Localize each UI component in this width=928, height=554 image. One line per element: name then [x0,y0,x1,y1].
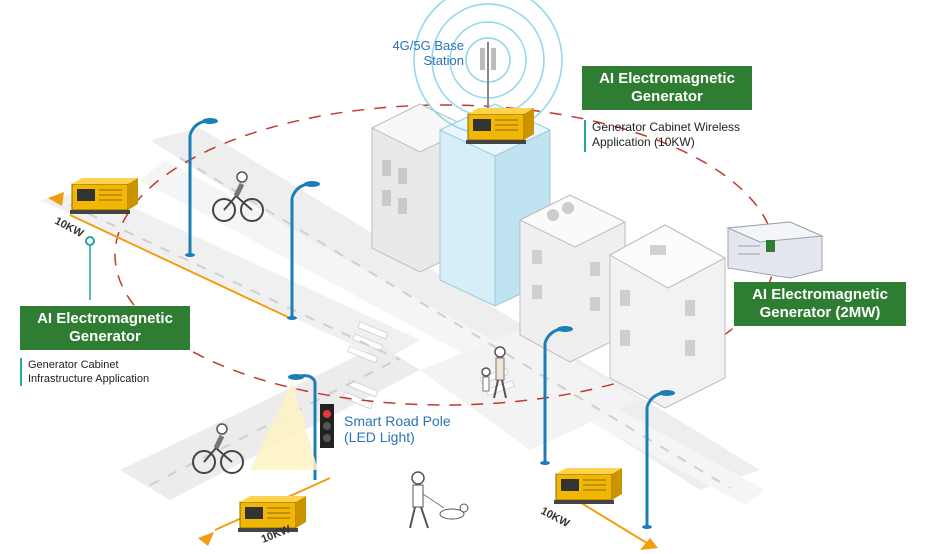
pedestrian-icon [481,346,507,399]
smart-road-pole-label: Smart Road Pole (LED Light) [344,413,451,445]
cross-road [120,345,420,500]
building-right [608,224,727,409]
dog-walker-icon [409,471,469,529]
generator-top-label: AI Electromagnetic Generator [582,66,752,110]
container-generator-icon [726,221,824,279]
power-label-bottom-right: 10KW [539,505,572,530]
generator-icon [237,495,307,533]
base-station-label: 4G/5G Base Station [392,38,464,68]
generator-top-description: Generator Cabinet Wireless Application (… [584,120,740,150]
lamp-light-beam [250,382,318,470]
generator-icon [69,177,139,215]
left-road [40,190,420,360]
building-middle [518,194,627,363]
arrow-icon [640,538,658,550]
traffic-light-icon [320,404,334,448]
generator-left-label: AI Electromagnetic Generator [20,306,190,350]
generator-right-label: AI Electromagnetic Generator (2MW) [734,282,906,326]
connector-pin [85,236,95,300]
arrow-icon [48,192,64,206]
generator-left-description: Generator Cabinet Infrastructure Applica… [20,358,149,386]
generator-icon [465,107,535,145]
generator-icon [553,467,623,505]
arrow-icon [198,532,214,546]
